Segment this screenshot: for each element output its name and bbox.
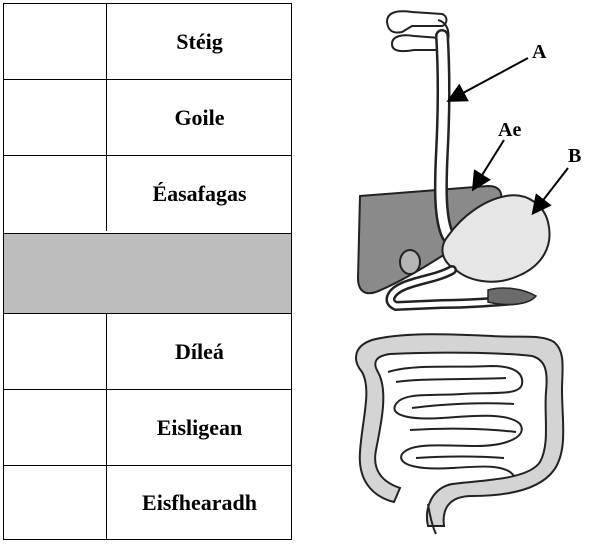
- organ-label: Éasafagas: [107, 156, 292, 231]
- shaded-row: [3, 233, 292, 313]
- label-a: A: [532, 41, 547, 63]
- table-row: Eisfhearadh: [3, 465, 292, 540]
- organ-label: Díleá: [107, 314, 292, 389]
- answer-cell: [3, 80, 107, 155]
- gall-bladder: [400, 250, 420, 274]
- organ-label: Eisligean: [107, 390, 292, 465]
- organ-label: Eisfhearadh: [107, 466, 292, 540]
- answer-cell: [3, 4, 107, 79]
- answer-cell: [3, 466, 107, 540]
- table-row: Stéig: [3, 3, 292, 79]
- answer-cell: [3, 390, 107, 465]
- arrow-ae: [474, 140, 504, 188]
- answer-cell: [3, 156, 107, 231]
- table-row: Goile: [3, 79, 292, 155]
- organ-table: Stéig Goile Éasafagas Díleá Eisligean Ei…: [3, 3, 292, 540]
- digestive-system-diagram: A Ae B: [292, 0, 596, 547]
- organ-label: Stéig: [107, 4, 292, 79]
- large-intestine: [356, 334, 563, 526]
- label-ae: Ae: [498, 119, 521, 141]
- table-row: Díleá: [3, 313, 292, 389]
- answer-cell: [3, 314, 107, 389]
- arrow-b: [534, 168, 568, 212]
- arrow-a: [450, 58, 528, 100]
- small-intestine: [388, 366, 522, 476]
- table-row: Eisligean: [3, 389, 292, 465]
- table-row: Éasafagas: [3, 155, 292, 231]
- answer-cell: [3, 234, 107, 313]
- label-b: B: [568, 145, 581, 167]
- organ-label: [107, 234, 292, 313]
- pancreas: [488, 288, 536, 304]
- organ-label: Goile: [107, 80, 292, 155]
